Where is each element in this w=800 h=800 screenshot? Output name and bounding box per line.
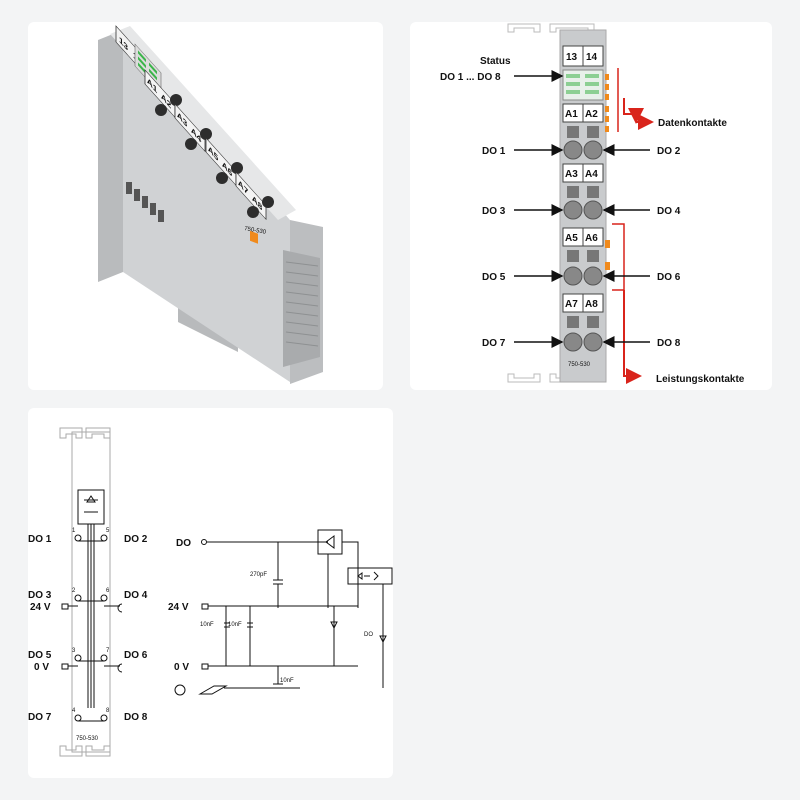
term-a1: A1 [565,109,578,120]
label-do1: DO 1 [482,146,506,157]
term-a5: A5 [565,233,578,244]
pin-8: 8 [106,708,110,714]
sch-24v: 24 V [30,602,51,613]
photo-term-a2: A2 [161,91,171,111]
status-label: Status [480,56,511,67]
photo-term-a7: A7 [238,178,248,198]
sch-do3: DO 3 [28,590,52,601]
pin-6: 6 [106,588,110,594]
product-photo-panel: 13 14 A1 A2 A3 A4 A5 [28,22,383,390]
sch-do1: DO 1 [28,534,52,545]
label-do7: DO 7 [482,338,506,349]
cap-10nf-3: 10nF [280,678,294,684]
module-side [98,30,123,282]
schematic-part-number: 750-530 [76,736,99,742]
terminal-row-3: A5 A6 [562,227,604,286]
pin-4: 4 [72,708,76,714]
terminal-row-2: A3 A4 [562,163,604,220]
pin-1: 1 [72,528,76,534]
wiring-schematic: 1 5 2 6 3 7 4 8 750-530 DO 1 DO 2 DO 3 D… [28,427,393,757]
sch-do6: DO 6 [124,650,148,661]
photo-term-a8: A8 [252,193,262,213]
term-a2: A2 [585,109,598,120]
photo-term-a1: A1 [147,76,157,96]
sch-do4: DO 4 [124,590,148,601]
top-term-13: 13 [566,52,578,63]
photo-term-a3: A3 [177,110,187,130]
label-do5: DO 5 [482,272,506,283]
label-do8: DO 8 [657,338,681,349]
photo-term-a4: A4 [191,125,201,145]
term-a3: A3 [565,169,578,180]
cap-10nf-2: 10nF [228,622,242,628]
circ-24v: 24 V [168,602,189,613]
terminal-diagram-panel: 13 14 A1 A2 A3 A4 A5 A6 [410,22,772,390]
top-term-14: 14 [586,52,598,63]
sch-do7: DO 7 [28,712,52,723]
load-do: DO [364,632,373,638]
circ-0v: 0 V [174,662,189,673]
label-do2: DO 2 [657,146,681,157]
photo-terminals: A1 A2 A3 A4 A5 A6 A7 A8 [144,69,274,244]
term-a4: A4 [585,169,598,180]
label-do6: DO 6 [657,272,681,283]
label-do3: DO 3 [482,206,506,217]
photo-term-a5: A5 [208,144,218,164]
terminal-row-4: A7 A8 [562,293,604,352]
pin-2: 2 [72,588,76,594]
output-circuit [174,529,393,696]
circ-do: DO [176,538,191,549]
power-contacts-label: Leistungskontakte [656,374,745,385]
term-a7: A7 [565,299,578,310]
sch-do8: DO 8 [124,712,148,723]
module-photo: 13 14 A1 A2 A3 A4 A5 [98,25,323,384]
ribbed-block [283,250,320,367]
empty-panel [410,408,772,778]
schematic-module [71,431,111,753]
photo-term-13: 13 [119,35,128,54]
module-front [123,30,290,382]
sch-do2: DO 2 [124,534,148,545]
terminal-row-1: A1 A2 [562,103,604,160]
terminal-diagram: 13 14 A1 A2 A3 A4 A5 A6 [440,23,745,385]
photo-part-number: 750-530 [244,226,267,236]
sch-do5: DO 5 [28,650,52,661]
diagram-part-number: 750-530 [568,362,591,368]
cap-270pf: 270pF [250,572,267,578]
pin-5: 5 [106,528,110,534]
term-a6: A6 [585,233,598,244]
data-contacts-label: Datenkontakte [658,118,727,129]
cap-10nf-1: 10nF [200,622,214,628]
pin-7: 7 [106,648,110,654]
photo-term-a6: A6 [222,159,232,179]
sch-0v: 0 V [34,662,49,673]
term-a8: A8 [585,299,598,310]
schematic-panel: 1 5 2 6 3 7 4 8 750-530 DO 1 DO 2 DO 3 D… [28,408,393,778]
pin-3: 3 [72,648,76,654]
label-do4: DO 4 [657,206,681,217]
status-range: DO 1 ... DO 8 [440,72,501,83]
